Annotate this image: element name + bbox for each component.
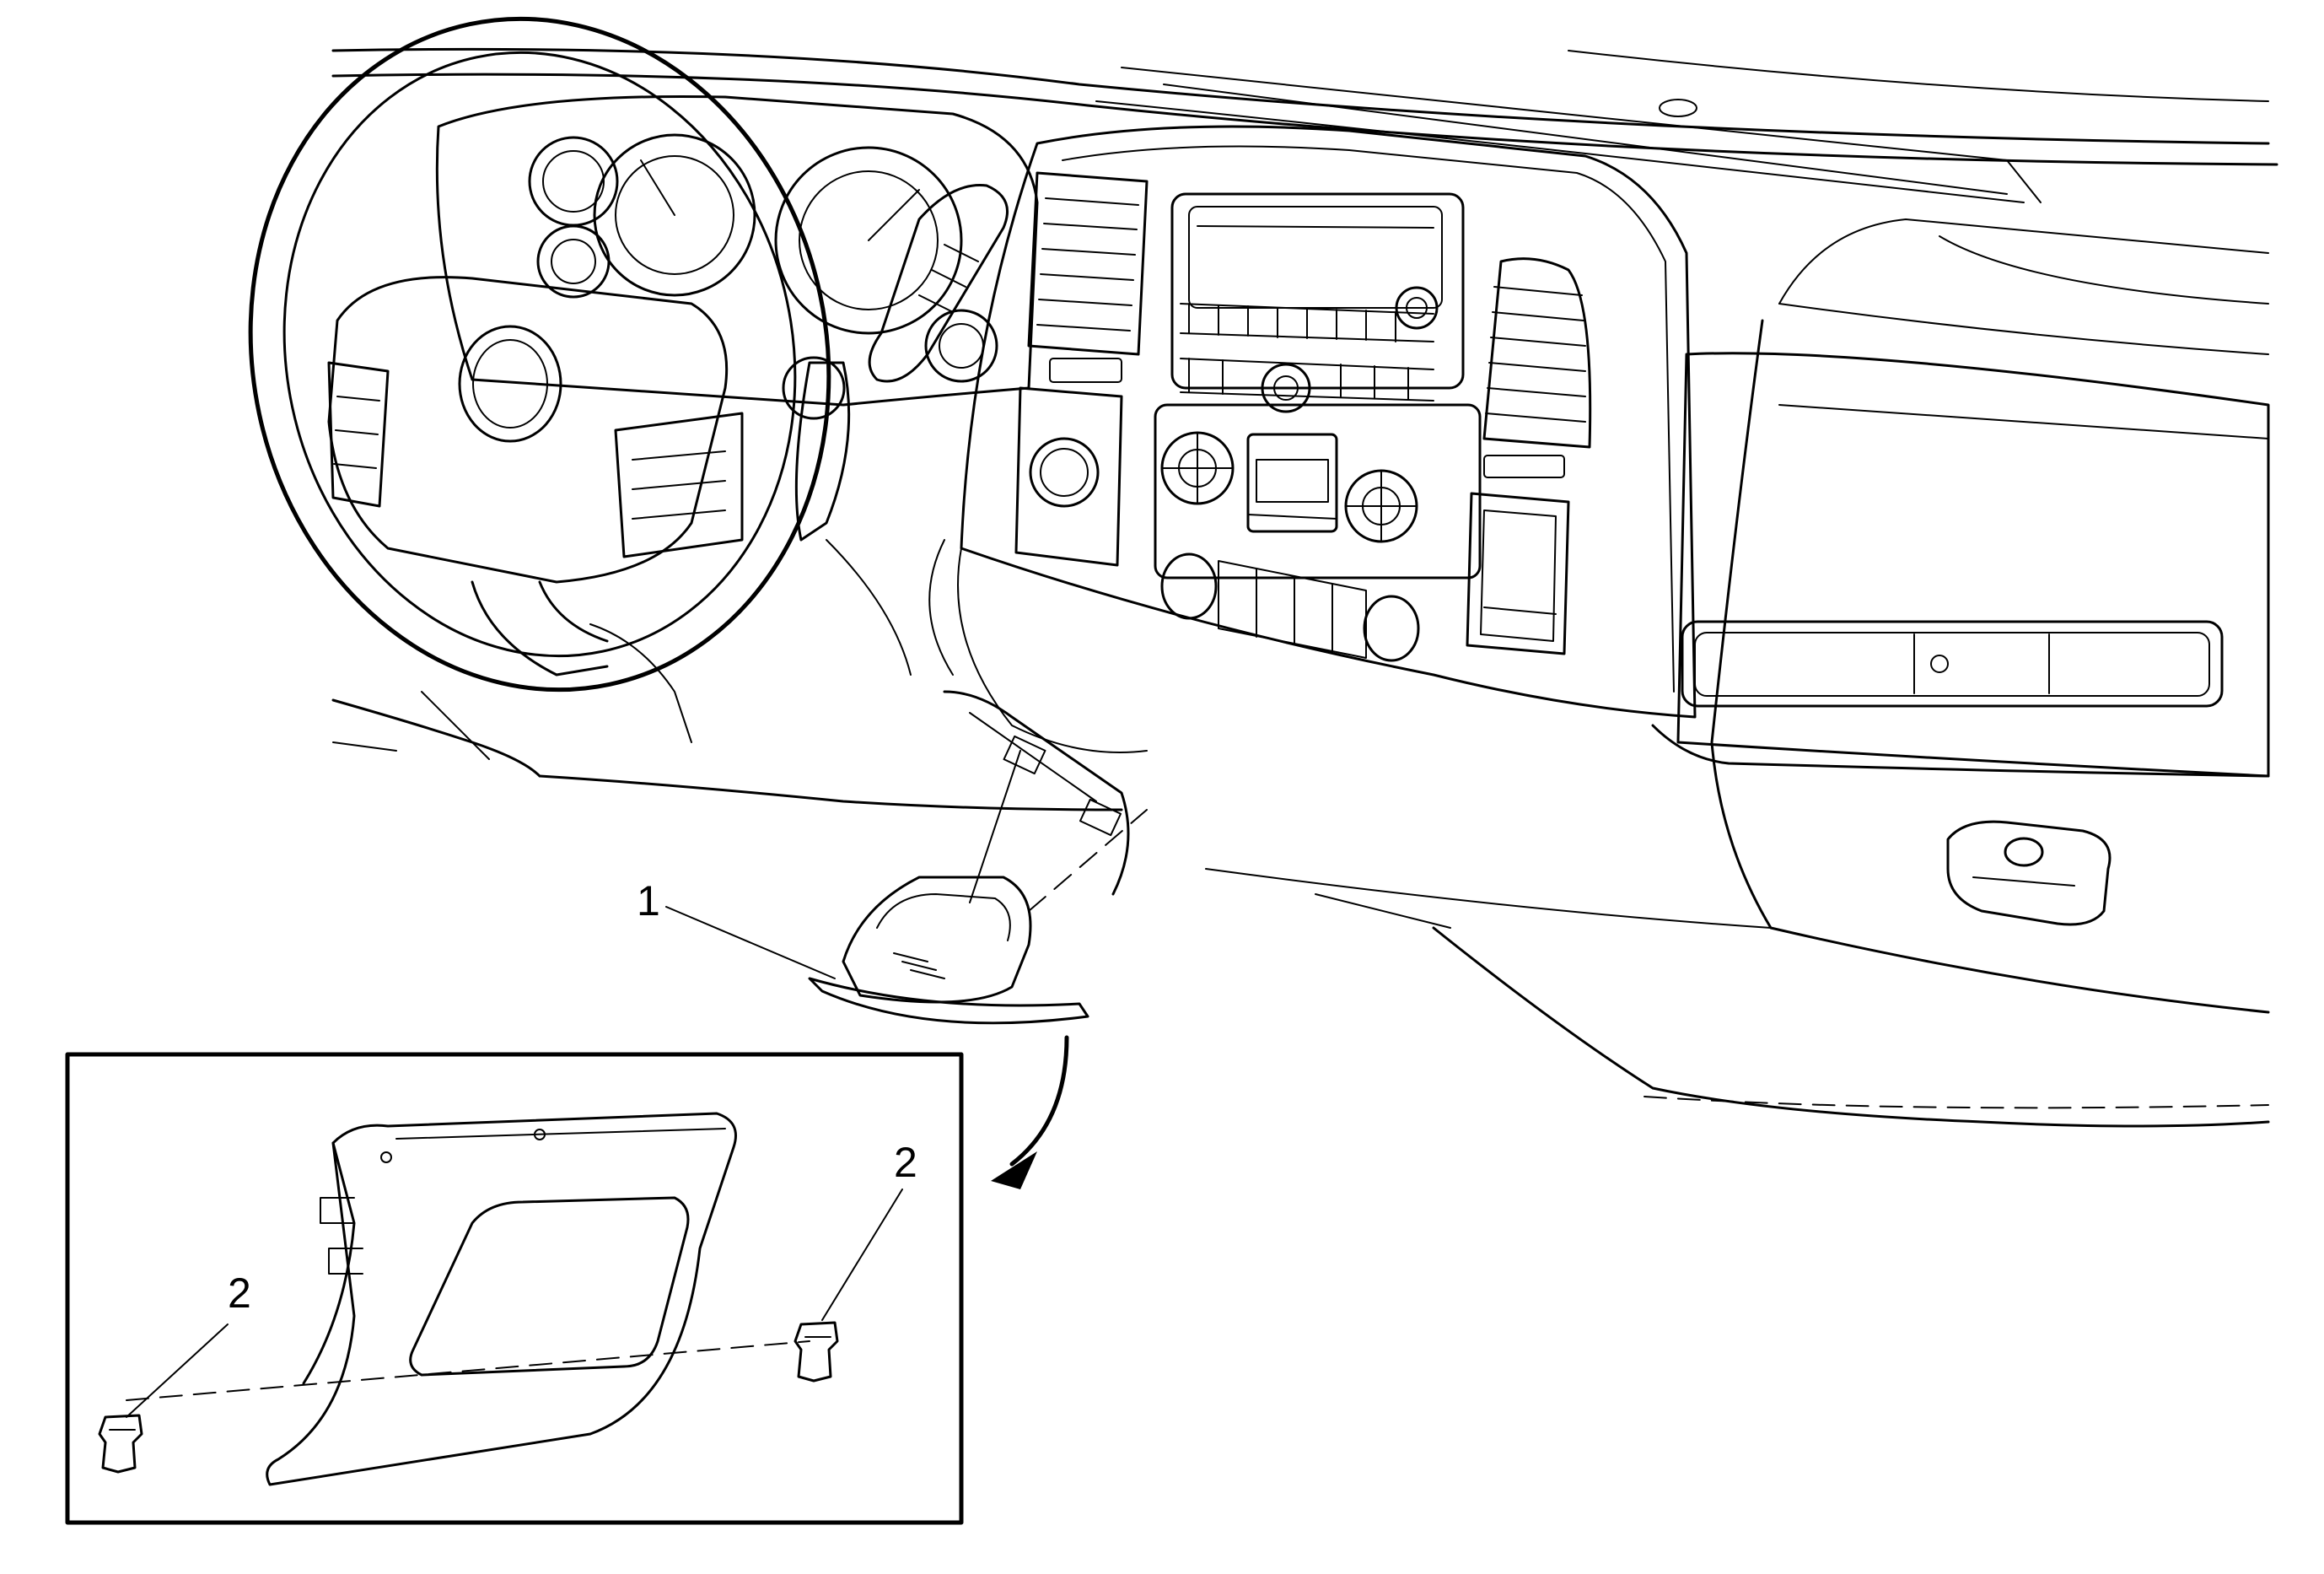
climate-control-panel xyxy=(1154,403,1482,579)
instrument-panel xyxy=(248,16,2278,1128)
glove-box-latch xyxy=(1946,820,2112,926)
callout-label-2-left: 2 xyxy=(228,1269,251,1317)
callout-2-left: 2 xyxy=(126,1269,251,1418)
retainer-clip-right xyxy=(793,1321,839,1383)
knee-bolster-part xyxy=(808,876,1089,1025)
center-stack xyxy=(928,125,1697,753)
retainer-clip-left xyxy=(98,1414,143,1474)
glove-box-door xyxy=(1676,352,2270,778)
right-air-vent xyxy=(1482,257,1592,478)
install-guide-line-2 xyxy=(969,750,1021,903)
steering-wheel xyxy=(248,16,831,693)
steering-column xyxy=(794,184,1009,542)
bolster-opening xyxy=(943,690,1130,896)
radio-unit xyxy=(1170,192,1465,413)
knee-bolster-detail xyxy=(266,1112,737,1486)
callout-label-1: 1 xyxy=(637,877,660,924)
callout-1: 1 xyxy=(637,877,836,979)
install-guide-line xyxy=(1028,809,1148,912)
callout-2-right: 2 xyxy=(821,1139,917,1321)
retainer-axis-line xyxy=(126,1340,810,1401)
lower-control-knobs xyxy=(1160,553,1420,662)
detail-view-arrow xyxy=(991,1035,1069,1189)
left-air-vent xyxy=(1027,171,1149,383)
accessory-pocket xyxy=(1466,492,1570,655)
instrument-cluster xyxy=(435,94,1039,420)
callout-label-2-right: 2 xyxy=(894,1139,917,1186)
headlamp-switch xyxy=(1014,386,1123,567)
detail-inset: 2 2 xyxy=(65,1052,964,1525)
detail-inset-frame xyxy=(65,1052,964,1525)
